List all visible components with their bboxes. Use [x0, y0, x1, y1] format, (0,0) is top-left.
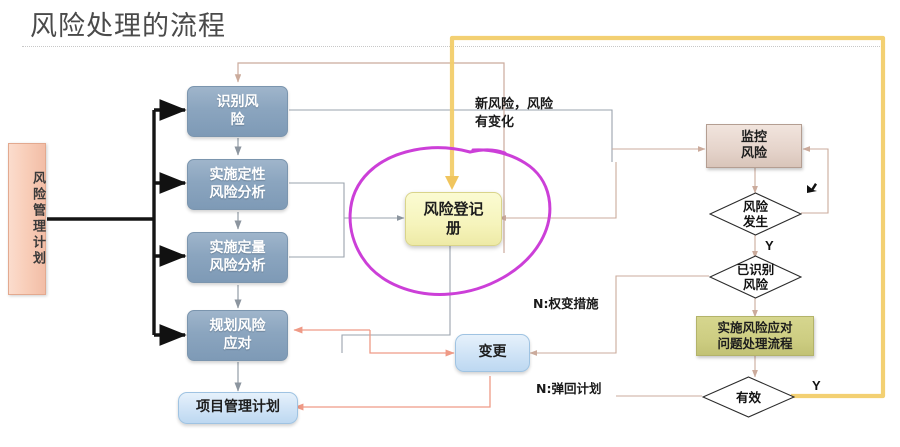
wire-identified-no — [529, 275, 709, 356]
wire-plan-bus — [47, 110, 156, 335]
node-monitor-risk-line2: 风险 — [740, 146, 767, 161]
node-monitor-risk[interactable]: 监控 风险 — [706, 124, 802, 168]
label-new-risk: 新风险，风险 有变化 — [475, 97, 554, 130]
label-yes-risk-occurs: Y — [765, 238, 774, 253]
node-change-label: 变更 — [478, 344, 507, 361]
mouse-cursor-icon — [807, 183, 817, 193]
node-effective[interactable]: 有效 — [702, 376, 795, 418]
node-plan-risk-response-line1: 规划风险 — [209, 318, 266, 334]
node-implement-response-line2: 问题处理流程 — [717, 336, 793, 351]
wire-gold-loop — [449, 35, 886, 399]
label-yes-effective: Y — [812, 378, 821, 393]
node-identify-risk-line1: 识别风 — [216, 94, 259, 110]
wire-register-right — [498, 162, 617, 221]
node-implement-response-line1: 实施风险应对 — [717, 320, 793, 336]
wire-gold-arrowhead — [445, 176, 459, 190]
wire-register-down — [341, 246, 451, 353]
node-plan-risk-response[interactable]: 规划风险 应对 — [187, 310, 288, 361]
wire-analysis-to-register — [289, 182, 345, 258]
wire-identify-right — [289, 109, 613, 162]
wire-plan-branches — [154, 99, 187, 346]
label-fallback: N:弹回计划 — [536, 381, 602, 396]
node-risk-management-plan-label: 风险管理计划 — [30, 171, 45, 267]
node-risk-occurs[interactable]: 风险 发生 — [709, 192, 802, 236]
node-risk-register-line1: 风险登记 — [423, 200, 484, 219]
node-quantitative-analysis-line1: 实施定量 — [209, 240, 266, 256]
node-risk-register[interactable]: 风险登记 册 — [405, 192, 502, 246]
node-risk-management-plan[interactable]: 风险管理计划 — [8, 143, 46, 295]
node-project-management-plan[interactable]: 项目管理计划 — [178, 392, 298, 424]
page-title: 风险处理的流程 — [30, 11, 226, 42]
node-project-management-plan-label: 项目管理计划 — [196, 399, 280, 416]
node-qualitative-analysis-line2: 风险分析 — [209, 184, 266, 201]
node-identify-risk-line2: 险 — [230, 111, 245, 128]
label-contingency: N:权变措施 — [533, 296, 599, 311]
node-qualitative-analysis[interactable]: 实施定性 风险分析 — [187, 159, 288, 210]
wire-occurs-loop — [801, 146, 829, 214]
node-qualitative-analysis-line1: 实施定性 — [209, 167, 266, 183]
node-identified-risk[interactable]: 已识别 风险 — [709, 255, 802, 299]
node-identify-risk[interactable]: 识别风 险 — [187, 86, 288, 137]
node-quantitative-analysis-line2: 风险分析 — [209, 257, 266, 274]
node-plan-risk-response-line2: 应对 — [223, 335, 252, 352]
wire-salmon-to-change — [369, 330, 455, 357]
wire-change-to-project-plan — [294, 376, 491, 411]
node-implement-response[interactable]: 实施风险应对 问题处理流程 — [696, 316, 814, 356]
node-quantitative-analysis[interactable]: 实施定量 风险分析 — [187, 232, 288, 283]
node-change[interactable]: 变更 — [455, 334, 530, 372]
node-risk-register-line2: 册 — [445, 219, 461, 237]
node-monitor-risk-line1: 监控 — [740, 129, 767, 145]
